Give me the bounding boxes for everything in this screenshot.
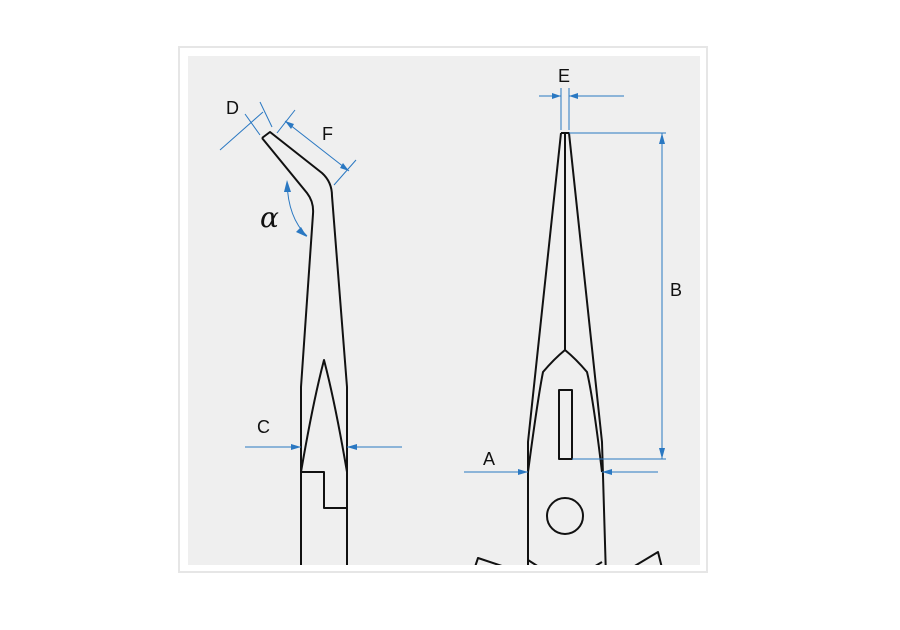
front-view-pivot <box>546 497 584 535</box>
label-c: C <box>257 417 270 437</box>
dimension-a <box>464 469 658 475</box>
label-f: F <box>322 124 333 144</box>
drawing-frame: D F α <box>178 46 708 573</box>
front-view-jaw-shoulder <box>527 349 603 473</box>
front-view-slot <box>558 389 573 460</box>
label-d: D <box>226 98 239 118</box>
side-view-step <box>301 471 347 509</box>
pliers-technical-drawing: D F α <box>219 66 682 565</box>
side-view <box>261 131 348 565</box>
label-a: A <box>483 449 495 469</box>
drawing-panel: D F α <box>188 56 700 565</box>
side-view-inner-groove <box>300 359 348 473</box>
dimension-c <box>245 444 402 450</box>
label-e: E <box>558 66 570 86</box>
label-b: B <box>670 280 682 300</box>
front-view-jaw-outline <box>527 132 607 565</box>
side-view-jaw-outline <box>261 131 348 565</box>
dimension-b <box>569 132 666 460</box>
label-alpha: α <box>260 201 279 234</box>
dimension-e <box>539 88 624 130</box>
front-view <box>474 132 663 565</box>
dimension-f <box>276 109 357 186</box>
dimension-alpha <box>284 180 308 237</box>
front-view-handle-left <box>474 557 538 565</box>
front-view-handle-right <box>595 551 663 565</box>
dimension-d <box>219 101 273 151</box>
